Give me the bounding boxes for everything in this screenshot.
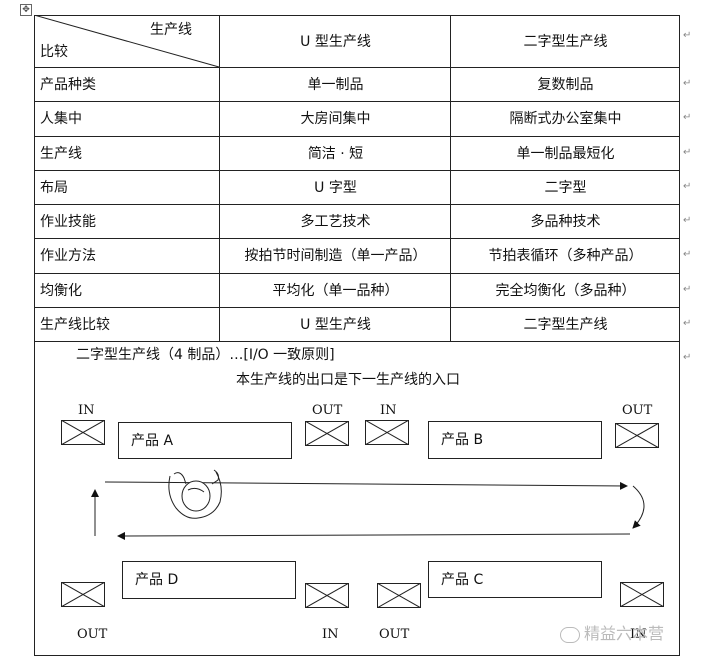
row-label: 生产线比较 <box>40 317 110 333</box>
row-u-value: 单一制品 <box>307 77 364 93</box>
product-d-box: 产品 D <box>122 561 296 599</box>
row-divider <box>34 101 680 102</box>
row-two-value: 单一制品最短化 <box>516 146 615 162</box>
out-label: OUT <box>622 403 653 418</box>
row-label: 作业方法 <box>40 248 96 264</box>
diagram-subtitle: 本生产线的出口是下一生产线的入口 <box>236 372 460 388</box>
row-divider <box>34 273 680 274</box>
comparison-table <box>34 15 680 656</box>
station-box <box>377 583 421 608</box>
out-label: OUT <box>379 627 410 642</box>
station-box <box>615 423 659 448</box>
station-box <box>61 582 105 607</box>
row-u-value: 按拍节时间制造（单一产品） <box>244 248 427 264</box>
row-divider <box>34 204 680 205</box>
watermark-text: 精益六本营 <box>584 624 665 643</box>
row-two-value: 隔断式办公室集中 <box>509 111 622 127</box>
out-label: OUT <box>312 403 343 418</box>
row-u-value: 多工艺技术 <box>300 214 371 230</box>
station-box <box>365 420 409 445</box>
row-u-value: U 字型 <box>314 180 357 196</box>
column-divider <box>450 15 451 341</box>
watermark: 精益六本营 <box>560 620 664 644</box>
row-u-value: 大房间集中 <box>300 111 371 127</box>
row-divider <box>34 136 680 137</box>
row-two-value: 完全均衡化（多品种） <box>495 283 636 299</box>
column-divider <box>219 15 220 341</box>
diagram-title: 二字型生产线（4 制品）…[I/O 一致原则] <box>76 347 335 363</box>
row-label: 生产线 <box>40 146 82 162</box>
row-u-value: 平均化（单一品种） <box>272 283 399 299</box>
row-label: 布局 <box>40 180 68 196</box>
row-divider <box>34 238 680 239</box>
row-label: 均衡化 <box>40 283 82 299</box>
row-label: 作业技能 <box>40 214 96 230</box>
row-two-value: 二字型 <box>544 180 587 196</box>
header-u-line: U 型生产线 <box>300 34 371 50</box>
in-label: IN <box>78 403 95 418</box>
table-move-handle-icon[interactable]: ✥ <box>20 4 32 16</box>
row-u-value: U 型生产线 <box>300 317 371 333</box>
in-label: IN <box>380 403 397 418</box>
row-two-value: 二字型生产线 <box>523 317 608 333</box>
station-box <box>305 421 349 446</box>
product-b-box: 产品 B <box>428 421 602 459</box>
in-label: IN <box>322 627 339 642</box>
row-divider <box>34 170 680 171</box>
station-box <box>305 583 349 608</box>
header-two-line: 二字型生产线 <box>523 34 608 50</box>
out-label: OUT <box>77 627 108 642</box>
station-box <box>61 420 105 445</box>
product-c-box: 产品 C <box>428 561 602 598</box>
row-label: 人集中 <box>40 111 82 127</box>
row-two-value: 复数制品 <box>537 77 594 93</box>
in-label: IN <box>630 627 647 642</box>
header-diagonal-top: 生产线 <box>150 22 192 38</box>
row-u-value: 简洁 · 短 <box>307 146 364 162</box>
row-divider <box>34 67 680 68</box>
header-diagonal-line <box>34 15 220 68</box>
worker-icon <box>168 469 222 519</box>
row-divider <box>34 307 680 308</box>
row-divider <box>34 341 680 342</box>
row-label: 产品种类 <box>40 77 96 93</box>
wechat-icon <box>560 626 580 643</box>
station-box <box>620 582 664 607</box>
product-a-box: 产品 A <box>118 422 292 459</box>
row-two-value: 多品种技术 <box>530 214 601 230</box>
header-diagonal-bottom: 比较 <box>40 44 68 60</box>
row-two-value: 节拍表循环（多种产品） <box>488 248 643 264</box>
